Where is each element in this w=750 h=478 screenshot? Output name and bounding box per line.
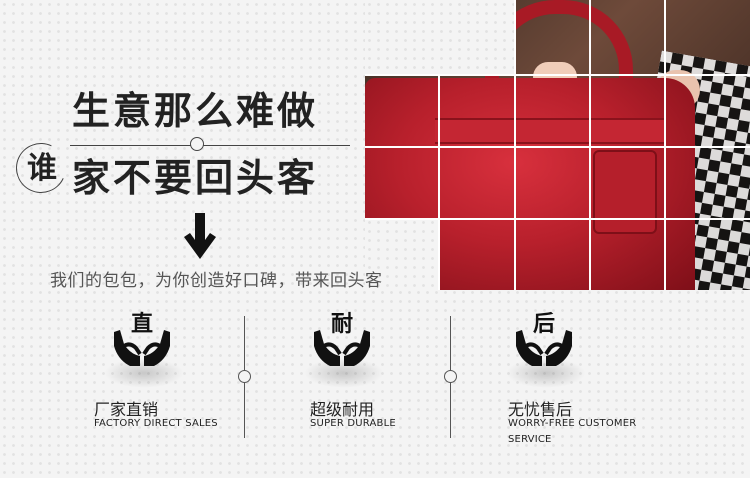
feature-worry-free-service: 后 无忧售后 WORRY-FREE CUSTOMER SERVICE [506,310,636,445]
feature-factory-direct: 直 厂家直销 FACTORY DIRECT SALES [94,310,218,429]
grid-line [365,74,750,76]
feature-title-en: FACTORY DIRECT SALES [94,418,218,429]
feature-character: 直 [130,312,153,337]
bag-strap [435,118,665,144]
hands-icon: 直 [110,310,174,376]
feature-title-cn: 无忧售后 [508,400,573,419]
photo-cutout-top-left [365,0,515,74]
grid-line [589,0,591,290]
feature-title-en: SUPER DURABLE [310,418,396,429]
hands-icon: 耐 [310,310,374,376]
feature-title-en: WORRY-FREE CUSTOMER SERVICE [508,418,637,445]
grid-line [514,0,516,290]
headline-line-1: 生意那么难做 [72,89,319,133]
feature-title-cn: 厂家直销 [94,400,159,419]
separator-dot [444,370,457,383]
feature-super-durable: 耐 超级耐用 SUPER DURABLE [304,310,396,429]
grid-line [664,0,666,290]
feature-character: 后 [532,312,555,337]
subline: 我们的包包，为你创造好口碑，带来回头客 [50,271,383,291]
grid-line [365,218,750,220]
hands-icon: 后 [512,310,576,376]
grid-line [438,74,440,290]
photo-cutout-bottom-left [365,218,438,290]
headline-divider [70,145,350,146]
headline-line-2: 家不要回头客 [72,156,319,200]
separator-dot [238,370,251,383]
feature-character: 耐 [330,312,353,337]
divider-dot [190,137,204,151]
grid-line [365,146,750,148]
feature-title-cn: 超级耐用 [310,400,375,419]
down-arrow-icon [184,213,216,259]
who-character: 谁 [27,151,57,186]
bag-tag [593,150,657,234]
